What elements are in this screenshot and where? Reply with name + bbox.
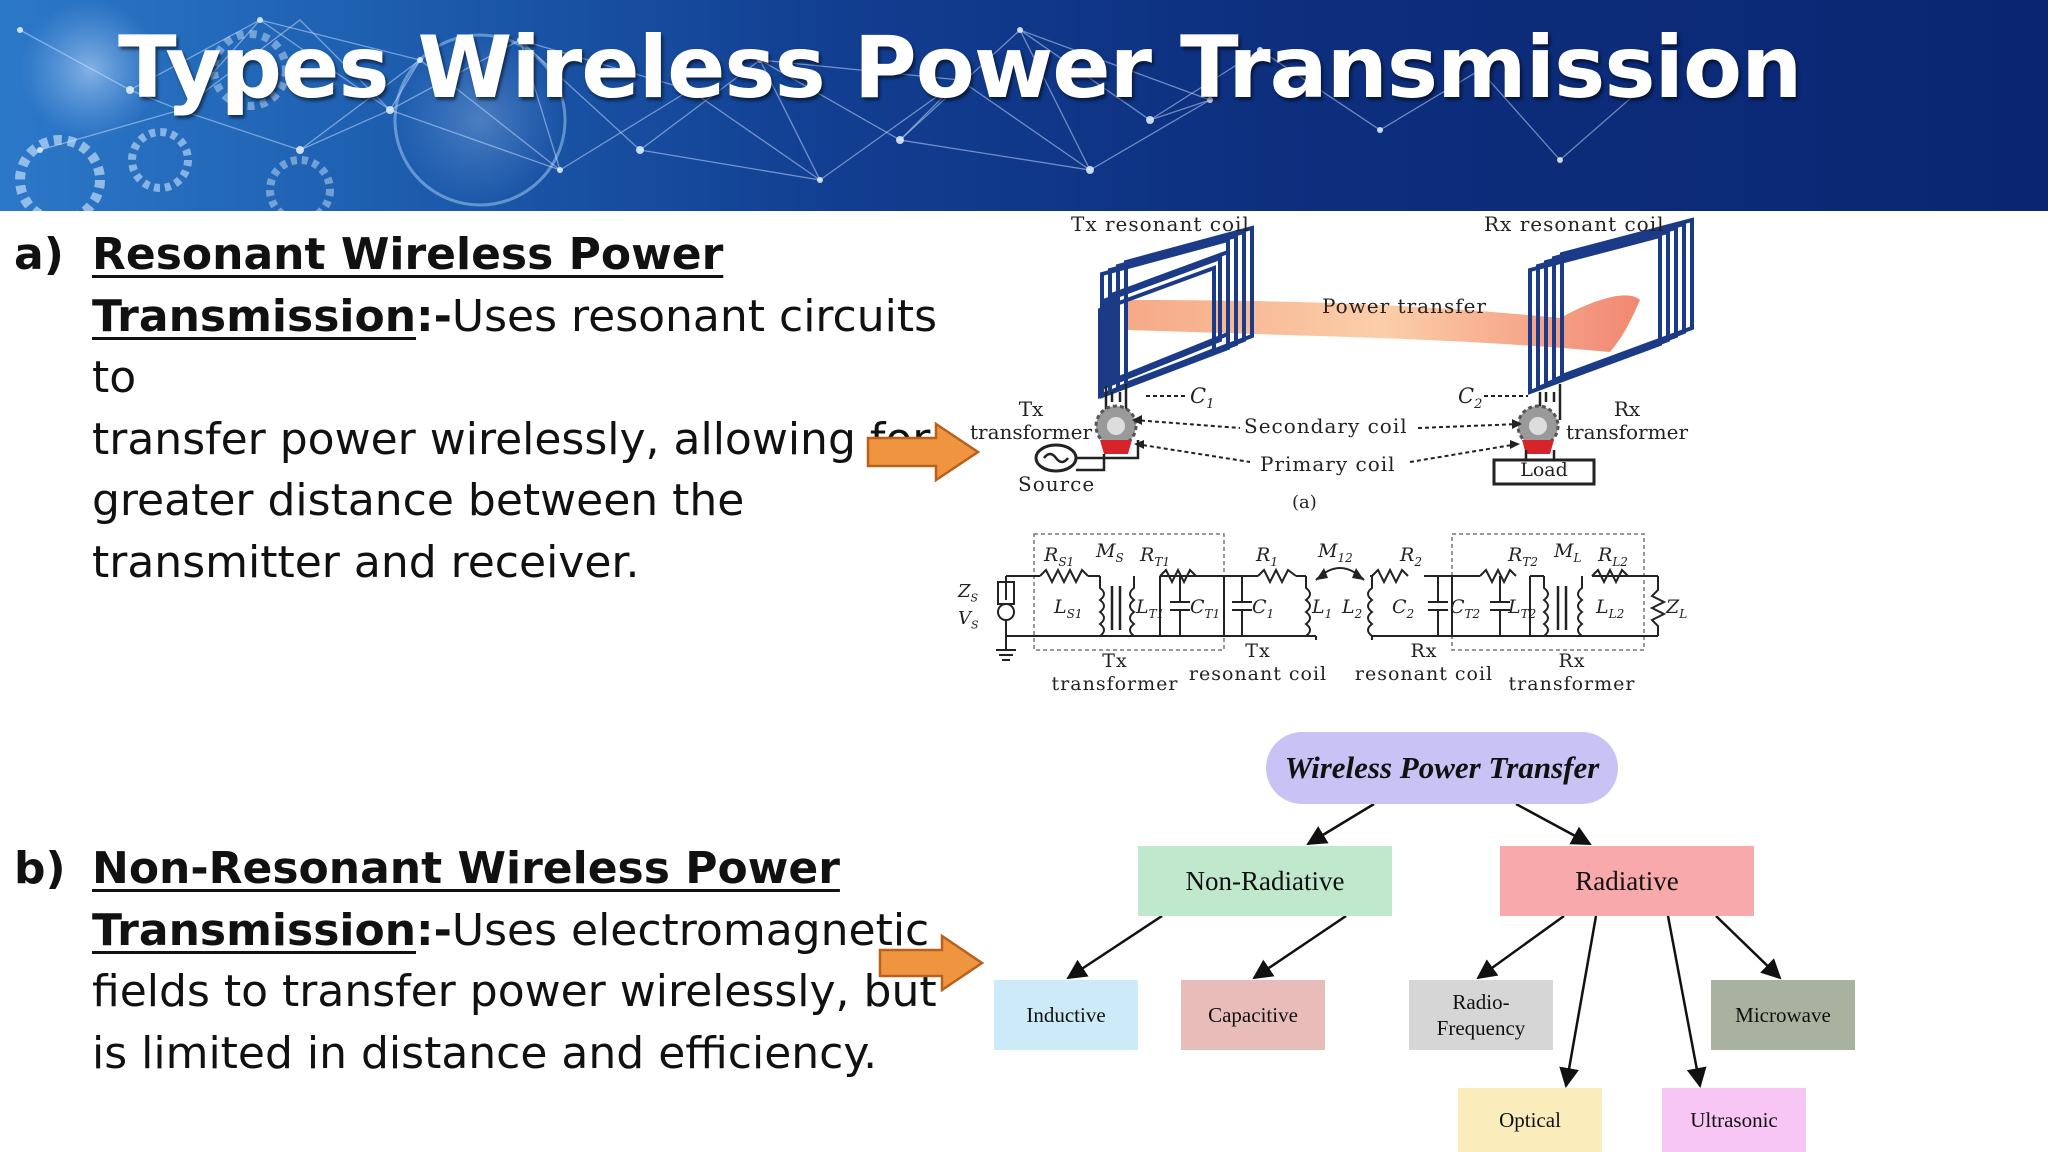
tree-optical-label: Optical [1499, 1107, 1561, 1132]
edge-root-radiative [1515, 802, 1592, 846]
section-b-heading-line2: Transmission [92, 904, 417, 956]
tree-inductive-label: Inductive [1026, 1002, 1106, 1027]
tree-ultrasonic-label: Ultrasonic [1690, 1107, 1778, 1132]
tx-resonant-coil-icon [1098, 225, 1254, 399]
rt2-label: RT2 [1508, 544, 1538, 569]
tree-radio-node: Radio- Frequency [1409, 980, 1553, 1050]
ms-label: MS [1096, 540, 1124, 565]
orange-arrow-b-shape [878, 934, 985, 992]
section-a-line4: greater distance between the [92, 475, 745, 526]
rx-resonant-coil-label: Rx resonant coil [1484, 212, 1665, 236]
tree-root-node: Wireless Power Transfer [1266, 732, 1618, 804]
lt2-label: LT2 [1508, 596, 1537, 621]
source-label: Source [1018, 472, 1096, 496]
ll2-label: LL2 [1596, 596, 1625, 621]
r2-label: R2 [1400, 544, 1422, 569]
tree-nonradiative-node: Non-Radiative [1138, 846, 1392, 916]
tree-microwave-node: Microwave [1711, 980, 1855, 1050]
load-label: Load [1520, 459, 1568, 481]
ct1-label: CT1 [1190, 596, 1221, 621]
tree-capacitive-label: Capacitive [1208, 1002, 1298, 1027]
rx-resonant-coil-icon [1528, 217, 1694, 395]
zl-label: ZL [1666, 596, 1688, 621]
c2-label: C2 [1458, 384, 1483, 413]
section-a-line5: transmitter and receiver. [92, 536, 640, 588]
edge-radiative-microwave [1715, 915, 1782, 980]
section-a-heading-line1: Resonant Wireless Power [92, 229, 724, 280]
section-b-heading-line1: Non-Resonant Wireless Power [92, 843, 840, 894]
rt1-label: RT1 [1140, 544, 1170, 569]
section-a-body: Resonant Wireless Power Transmission:-Us… [92, 224, 942, 593]
tree-radio-label-line1: Radio- [1452, 990, 1510, 1014]
tree-inductive-node: Inductive [994, 980, 1138, 1050]
network-background-art [15, 0, 1641, 211]
c1-label: C1 [1190, 384, 1215, 413]
l2-label: L2 [1342, 596, 1363, 621]
section-b-line3: fields to transfer power wirelessly, but [92, 966, 937, 1017]
tree-optical-node: Optical [1458, 1088, 1602, 1152]
ml-label: ML [1554, 540, 1582, 565]
secondary-coil-label: Secondary coil [1244, 414, 1408, 438]
section-b-marker: b) [14, 843, 66, 894]
section-b-line2-text: Uses electromagnetic [451, 904, 930, 956]
tree-nonradiative-label: Non-Radiative [1185, 865, 1345, 896]
section-b-separator: :- [416, 904, 452, 956]
power-transfer-label: Power transfer [1322, 294, 1488, 318]
ac-source-icon [1034, 440, 1140, 473]
edge-radiative-optical [1559, 915, 1598, 1088]
section-a-line3: transfer power wirelessly, allowing for [92, 413, 931, 465]
tree-capacitive-node: Capacitive [1181, 980, 1325, 1050]
tree-radiative-label: Radiative [1575, 865, 1679, 896]
tree-ultrasonic-node: Ultrasonic [1662, 1088, 1806, 1152]
c1-circuit-label: C1 [1252, 596, 1275, 621]
slide-title: Types Wireless Power Transmission [118, 18, 1802, 118]
tree-microwave-label: Microwave [1735, 1002, 1831, 1027]
section-a-marker: a) [14, 229, 64, 280]
edge-root-nonradiative [1306, 802, 1375, 846]
rs1-label: RS1 [1044, 544, 1075, 569]
title-banner: Types Wireless Power Transmission [0, 0, 2048, 211]
primary-coil-label: Primary coil [1260, 452, 1396, 476]
section-a-heading-line2: Transmission [92, 290, 417, 342]
section-a-line2-text: Uses resonant circuits to [92, 290, 938, 404]
rl2-label: RL2 [1598, 544, 1628, 569]
orange-arrow-b-icon [878, 934, 985, 992]
edge-nonradiative-inductive [1066, 914, 1163, 980]
ls1-label: LS1 [1054, 596, 1083, 621]
figure-a-caption: (a) [1292, 492, 1317, 513]
rx-transformer-icon [1516, 404, 1560, 454]
tree-radio-label-line2: Frequency [1436, 1016, 1526, 1040]
c2-circuit-label: C2 [1392, 596, 1415, 621]
edge-nonradiative-capacitive [1252, 914, 1347, 980]
r1-label: R1 [1256, 544, 1278, 569]
m12-label: M12 [1318, 540, 1353, 565]
orange-arrow-a-shape [866, 422, 981, 482]
section-a-separator: :- [416, 290, 452, 342]
tree-radiative-node: Radiative [1500, 846, 1754, 916]
ct2-label: CT2 [1450, 596, 1481, 621]
l1-label: L1 [1312, 596, 1333, 621]
section-b-body: Non-Resonant Wireless Power Transmission… [92, 838, 942, 1084]
lt1-label: LT1 [1136, 596, 1165, 621]
tree-root-label: Wireless Power Transfer [1284, 750, 1600, 785]
edge-radiative-radio [1476, 914, 1565, 980]
section-b-line4: is limited in distance and efficiency. [92, 1027, 878, 1079]
tx-resonant-coil-label: Tx resonant coil [1071, 212, 1250, 236]
orange-arrow-a-icon [866, 422, 981, 482]
tx-transformer-icon [1094, 404, 1138, 454]
edge-radiative-ultrasonic [1666, 915, 1707, 1088]
